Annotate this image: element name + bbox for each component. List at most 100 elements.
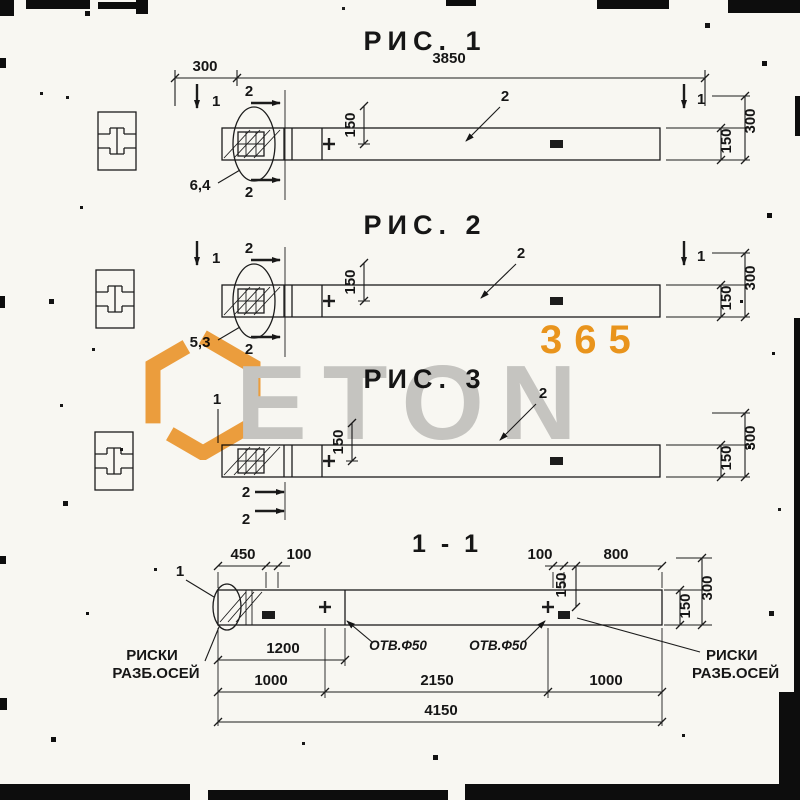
fig1-part-label: 2 [501,88,509,105]
section-title: 1 - 1 [412,530,482,558]
fig3-part-leader [499,403,537,441]
fig2-section1-label-right: 1 [697,248,705,265]
scan-artifact [795,96,800,136]
fig2-right-dim300-ticks [740,248,750,322]
fig3-part-label: 2 [539,385,547,402]
section-right-dim-300: 300 [699,575,716,600]
fig1-right-dim150-ticks [716,123,726,165]
section-riski-left-leader [204,626,220,662]
fig1-detail-leader [217,169,241,184]
fig1-drawing: РИС. 1 300 3850 1 1 2 2 6,4 2 150 150 30… [97,26,759,201]
scan-artifact [794,318,800,788]
fig1-detail-label: 6,4 [190,177,212,194]
scan-artifact [0,556,6,564]
section-dim-1000-left: 1000 [254,672,287,689]
section-hole-leader-2 [523,620,546,643]
fig3-right-dim-150: 150 [718,445,735,470]
section-dim-1200: 1200 [266,640,299,657]
fig1-part-leader [465,106,501,142]
scan-artifact [0,0,14,16]
fig1-top-dim-ticks [170,73,710,83]
scan-artifact [0,784,190,800]
fig3-right-dim300-ticks [740,408,750,482]
scan-artifact [136,0,148,14]
fig1-section2-label-top: 2 [245,83,253,100]
section-beam-outline [217,589,663,626]
section-riski-right-line1: РИСКИ [706,647,758,664]
fig2-part-label: 2 [517,245,525,262]
fig2-detail-leader [217,326,241,341]
fig2-drawing: РИС. 2 1 1 2 2 5,3 2 150 150 300 [95,210,759,358]
fig3-section2-label-b: 2 [242,511,250,528]
scan-artifact [98,2,144,9]
scan-artifact [465,784,800,800]
fig2-axis-dim-ticks [359,258,369,306]
fig2-right-dim-150: 150 [718,285,735,310]
fig3-axis-dim-150: 150 [330,429,347,454]
fig2-right-dim-300: 300 [742,265,759,290]
fig2-section2-label-top: 2 [245,240,253,257]
scan-artifact [0,698,7,710]
section-right-extension-lines [664,557,712,626]
section-riski-right-line2: РАЗБ.ОСЕЙ [692,664,779,682]
section-riski-right-leader [576,617,701,653]
scan-artifact [0,296,5,308]
fig1-top-dimension-line [174,70,706,106]
section-dim-2150: 2150 [420,672,453,689]
fig1-detail-callout-ellipse [232,106,276,182]
scan-artifact [0,58,6,68]
fig2-axis-dim-150: 150 [342,269,359,294]
section-1-1-drawing: 1 - 1 1 450 100 100 800 150 150 300 ОТВ.… [112,530,779,727]
fig1-title: РИС. 1 [364,26,487,56]
fig1-dim-300: 300 [192,58,217,75]
fig3-drawing: РИС. 3 1 2 150 2 2 150 300 [94,364,759,528]
section-topright-ticks [548,561,667,571]
section-topleft-ticks [213,561,283,571]
scan-artifact [26,0,90,9]
fig2-pile-beam [220,283,662,319]
fig3-callout1-label: 1 [213,391,221,408]
section-dim-100-left: 100 [286,546,311,563]
fig1-pile-beam [220,126,662,162]
section-chain-ticks [213,687,667,697]
fig2-right-extension-lines [666,252,750,318]
section-callout1-leader [185,579,215,598]
section-dim-4150: 4150 [424,702,457,719]
fig2-right-dim150-ticks [716,280,726,322]
fig2-cross-section-icon [95,269,135,329]
section-embed-plate-left [262,611,275,619]
section-topright-extensions [552,572,663,588]
section-callout1-label: 1 [176,563,184,580]
section-chain-extension-lines [217,628,663,726]
fig1-right-dim-300: 300 [742,108,759,133]
section-hole-label-2: ОТВ.Ф50 [469,638,527,653]
section-axis-dim-ticks [571,561,581,612]
scan-artifact [597,0,669,9]
fig3-axis-dim-ticks [347,418,357,466]
fig3-title: РИС. 3 [364,364,487,394]
fig3-axis-dim-line [346,423,358,462]
fig2-title: РИС. 2 [364,210,487,240]
fig1-section1-label-left: 1 [212,93,220,110]
scan-artifact [779,692,800,800]
fig1-axis-dim-line [358,106,370,145]
section-riski-left-line1: РИСКИ [126,647,178,664]
section-dim-800: 800 [603,546,628,563]
fig1-axis-dim-ticks [359,101,369,149]
section-right-dim300-ticks [697,553,707,630]
section-right-dim150-ticks [675,585,685,630]
fig2-axis-dim-line [358,263,370,302]
section-right-dim-150: 150 [677,593,694,618]
fig1-axis-dim-150: 150 [342,112,359,137]
fig1-cross-section-icon [97,111,137,171]
fig3-right-dim150-ticks [716,440,726,482]
section-dim-1000-right: 1000 [589,672,622,689]
section-hole-cross-left [319,601,331,613]
scan-artifact [446,0,476,6]
scan-artifact [728,0,800,13]
fig2-section2-label-bottom: 2 [245,341,253,358]
fig2-part-leader [480,263,517,299]
section-axis-dim-150: 150 [553,572,570,597]
section-hole-leader-1 [346,620,373,643]
